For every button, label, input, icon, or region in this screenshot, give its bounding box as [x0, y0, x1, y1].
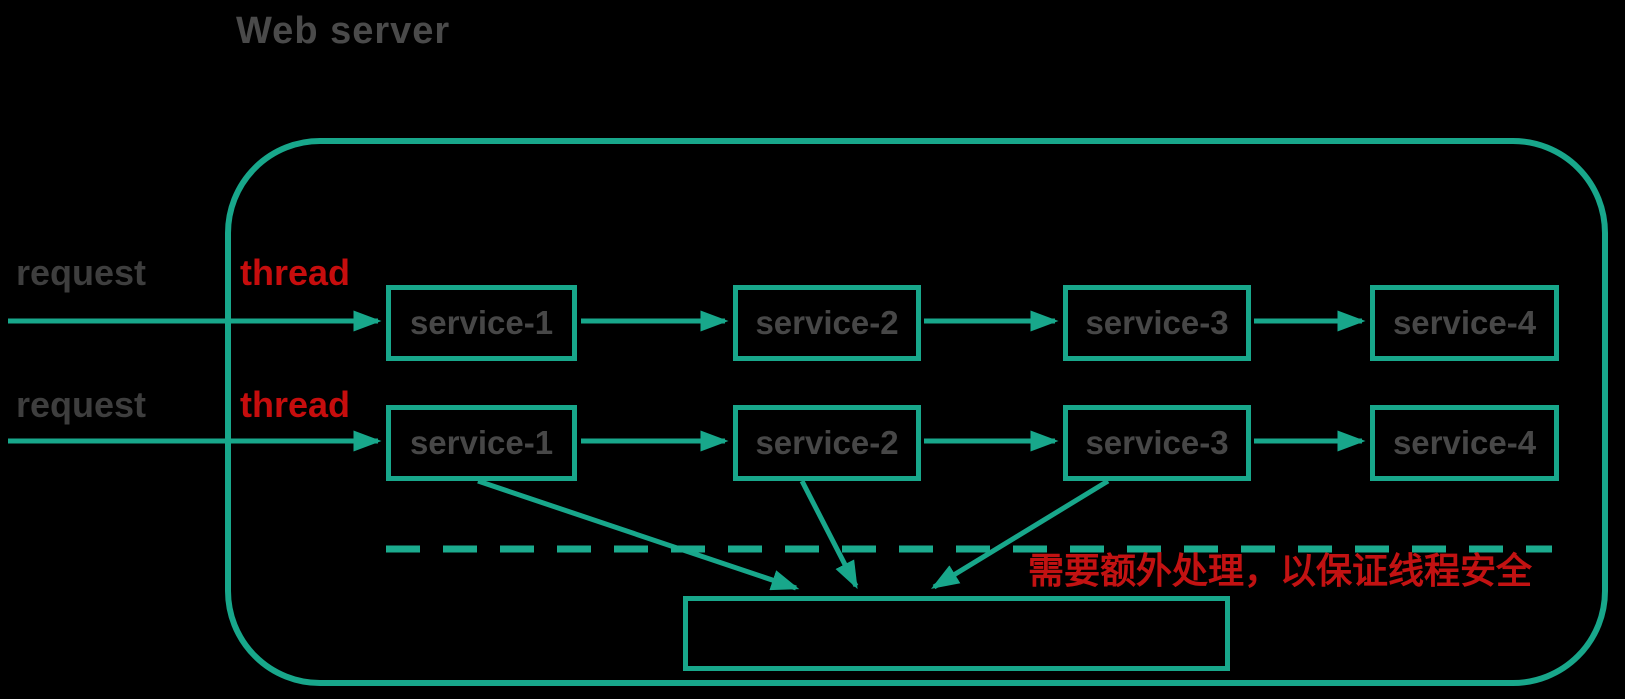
service-box-row2-2: service-2	[733, 405, 921, 481]
service-label: service-2	[755, 424, 899, 461]
shared-object-box	[683, 596, 1230, 671]
thread-label-row-2: thread	[240, 384, 351, 425]
service-label: service-1	[409, 424, 554, 461]
diagonal-arrow-service1-row2	[477, 478, 800, 591]
service-label: service-3	[1085, 304, 1229, 341]
service-box-row1-1: service-1	[386, 285, 577, 361]
service-box-row1-2: service-2	[733, 285, 921, 361]
thread-label-row-1: thread	[240, 252, 351, 293]
request-label-row-1: request	[16, 252, 147, 293]
service-label: service-4	[1392, 304, 1537, 341]
web-server-boundary	[225, 138, 1608, 686]
service-label: service-2	[755, 304, 899, 341]
web-server-title: Web server	[236, 10, 451, 52]
thread-safety-annotation: 需要额外处理，以保证线程安全	[1028, 550, 1533, 591]
service-label: service-1	[409, 304, 554, 341]
diagonal-arrow-service3-row2	[931, 478, 1110, 590]
service-box-row1-4: service-4	[1370, 285, 1559, 361]
service-box-row2-3: service-3	[1063, 405, 1251, 481]
service-box-row1-3: service-3	[1063, 285, 1251, 361]
service-box-row2-4: service-4	[1370, 405, 1559, 481]
service-box-row2-1: service-1	[386, 405, 577, 481]
service-label: service-4	[1392, 424, 1537, 461]
diagonal-arrow-service2-row2	[799, 479, 859, 590]
request-label-row-2: request	[16, 384, 147, 425]
service-label: service-3	[1085, 424, 1229, 461]
